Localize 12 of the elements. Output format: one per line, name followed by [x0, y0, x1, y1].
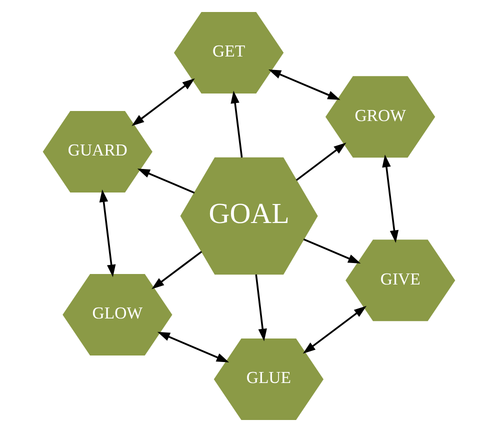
arrow	[295, 142, 346, 181]
arrow	[230, 90, 242, 158]
arrow	[151, 250, 202, 290]
arrow	[156, 332, 229, 362]
arrow	[131, 78, 194, 126]
arrow	[98, 189, 116, 278]
arrow	[136, 168, 194, 194]
arrow	[268, 70, 340, 100]
arrow	[254, 274, 266, 342]
arrow	[302, 238, 360, 264]
arrow	[302, 306, 366, 354]
arrow	[382, 154, 398, 243]
